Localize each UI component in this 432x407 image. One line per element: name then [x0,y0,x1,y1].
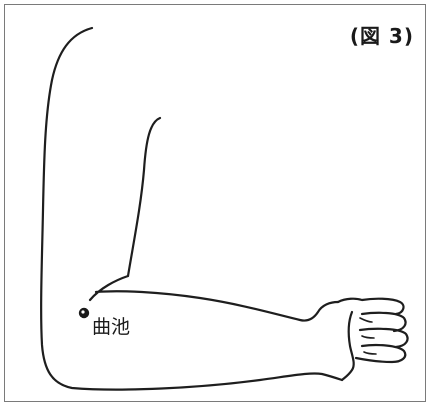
figure-label: (図 3) [350,20,414,49]
acupoint-marker-icon [79,308,89,318]
arm-inner-contour [128,118,160,276]
acupoint-label: 曲池 [92,312,130,339]
hand-fist [338,299,408,380]
arm-outer-contour [41,28,342,390]
